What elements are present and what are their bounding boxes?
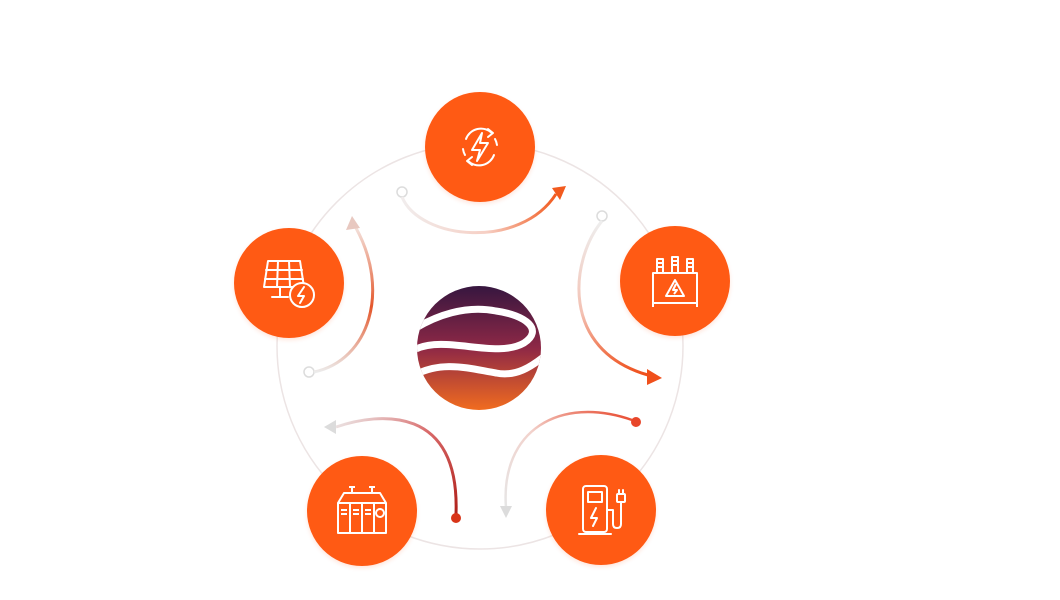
- solar-panel-icon: [263, 260, 315, 308]
- node-solar-panel[interactable]: [234, 228, 344, 338]
- flow-arrow-right: [577, 210, 662, 385]
- battery-storage-icon: [337, 486, 387, 534]
- node-renewable-energy[interactable]: [425, 92, 535, 202]
- ev-charging-station-icon: [578, 485, 626, 535]
- renewable-energy-icon: [462, 127, 498, 167]
- transformer-icon: [652, 256, 698, 307]
- flow-arrow-left: [303, 216, 375, 378]
- node-battery-storage[interactable]: [307, 456, 417, 566]
- flow-arrow-bottom-left: [324, 417, 461, 523]
- center-logo: [416, 285, 542, 411]
- node-transformer[interactable]: [620, 226, 730, 336]
- node-ev-charging[interactable]: [546, 455, 656, 565]
- company-logo-icon: [417, 286, 541, 410]
- flow-arrow-bottom-right: [500, 410, 641, 518]
- flow-arrow-top: [396, 186, 566, 235]
